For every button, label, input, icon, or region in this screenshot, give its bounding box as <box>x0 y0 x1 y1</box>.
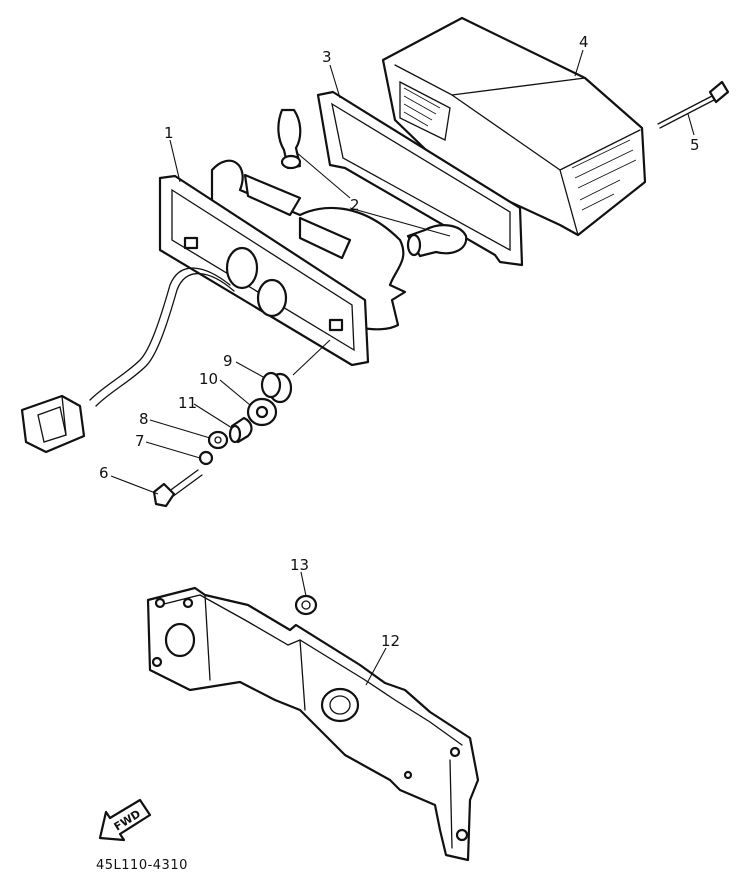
gasket-part <box>316 90 524 267</box>
callout-labels: 1 2 3 4 5 6 7 8 9 10 11 12 13 <box>99 33 700 650</box>
wire-connector-part <box>20 394 86 454</box>
bolt-part <box>152 469 203 508</box>
leader-lines <box>110 49 695 686</box>
callout-2: 2 <box>350 196 360 214</box>
callout-4: 4 <box>579 33 589 51</box>
callout-6: 6 <box>99 464 109 482</box>
callout-9: 9 <box>223 352 233 370</box>
callout-12: 12 <box>381 632 400 650</box>
fwd-arrow-icon: FWD <box>98 798 152 842</box>
callout-8: 8 <box>139 410 149 428</box>
wire-harness-part <box>89 267 235 407</box>
bulb-lower-part <box>406 224 468 258</box>
washer-large-part <box>246 397 278 427</box>
callout-1: 1 <box>164 124 174 142</box>
collar-part <box>228 416 253 444</box>
callout-3: 3 <box>322 48 332 66</box>
plain-washer-part <box>207 430 229 450</box>
bracket-part <box>146 586 480 862</box>
grommet-part <box>260 371 293 404</box>
callout-13: 13 <box>290 556 309 574</box>
tail-lamp-lens-part <box>381 16 647 237</box>
diagram-code: 45L110-4310 <box>96 858 188 873</box>
callout-10: 10 <box>199 370 218 388</box>
screw-long-part <box>657 80 730 129</box>
callout-5: 5 <box>690 136 700 154</box>
spring-washer-part <box>198 450 214 466</box>
lamp-base-part <box>158 159 407 367</box>
callout-7: 7 <box>135 432 145 450</box>
bulb-upper-part <box>277 108 302 170</box>
callout-11: 11 <box>178 394 197 412</box>
nut-part <box>294 594 318 616</box>
